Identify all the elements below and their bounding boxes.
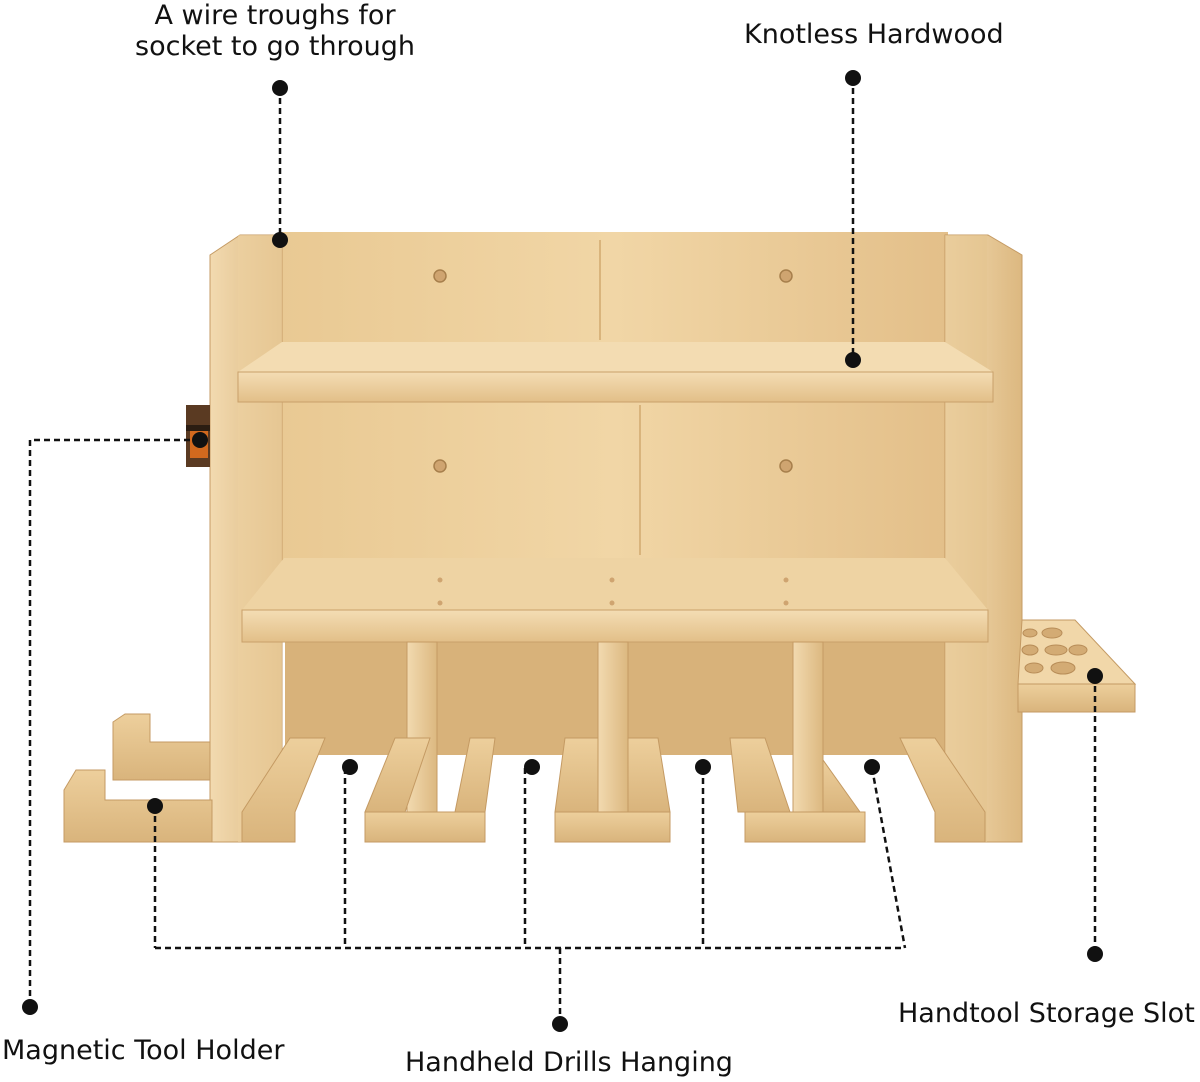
middle-shelf — [241, 558, 989, 643]
drill-slot-dividers — [406, 641, 824, 813]
label-wire-troughs: A wire troughs for socket to go through — [120, 0, 430, 62]
left-tool-hooks — [63, 713, 213, 843]
top-shelf — [237, 342, 994, 403]
callout-dots — [22, 70, 1103, 1032]
callout-lines — [28, 78, 1097, 1022]
right-side-panel — [944, 234, 1023, 843]
label-magnetic-tool-holder: Magnetic Tool Holder — [2, 1035, 285, 1066]
drill-slot-rails — [241, 737, 986, 843]
label-handheld-drills-hanging: Handheld Drills Hanging — [405, 1047, 733, 1078]
label-knotless-hardwood: Knotless Hardwood — [744, 19, 1004, 50]
label-wire-troughs-line1: A wire troughs for — [154, 0, 396, 31]
screw-holes — [433, 269, 793, 473]
label-handtool-storage-slot: Handtool Storage Slot — [898, 998, 1195, 1029]
back-panel — [280, 232, 948, 755]
handtool-storage-slot — [1017, 619, 1137, 713]
label-wire-troughs-line2: socket to go through — [135, 31, 415, 62]
left-side-panel — [209, 234, 283, 843]
